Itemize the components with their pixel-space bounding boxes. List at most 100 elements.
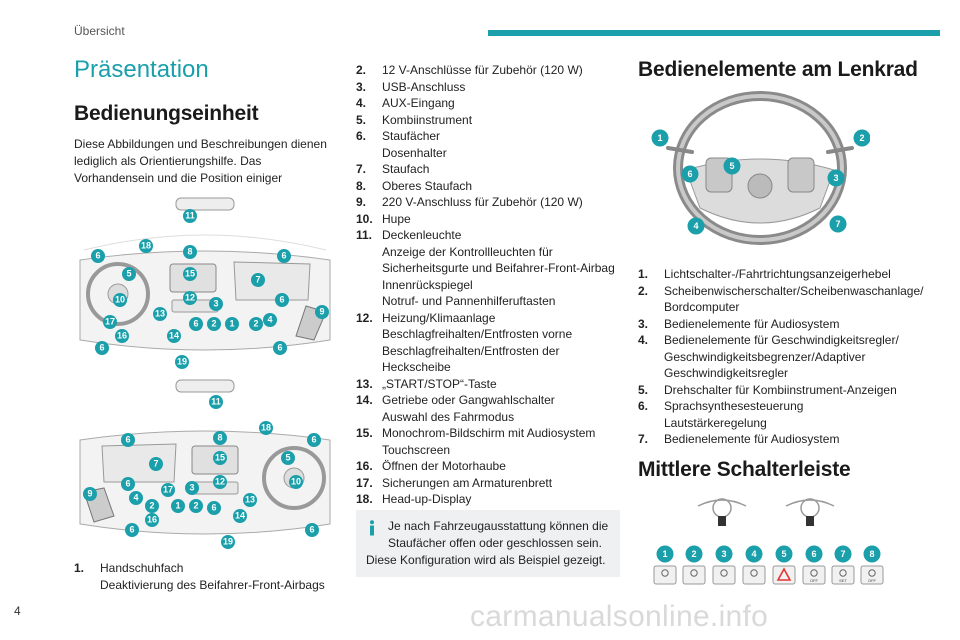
list-item: 1.Lichtschalter-/Fahrtrichtungsanzeigerh…	[638, 266, 930, 283]
item-line: Heizung/Klimaanlage	[382, 310, 496, 325]
callout-6: 6	[121, 433, 135, 447]
callout-label: 9	[319, 307, 324, 317]
list-item: 16. Öffnen der Motorhaube	[356, 458, 620, 475]
item-number: 16.	[356, 459, 373, 473]
section-heading-bedienungseinheit: Bedienungseinheit	[74, 102, 259, 125]
panel-button-7	[831, 565, 855, 585]
callout-label: 8	[869, 549, 874, 559]
callout-11: 11	[183, 209, 197, 223]
callout-label: 10	[115, 295, 125, 305]
page-title: Präsentation	[74, 56, 209, 83]
callout-17: 17	[161, 483, 175, 497]
callout-18: 18	[259, 421, 273, 435]
item-number: 18.	[356, 492, 373, 506]
callout-label: 5	[781, 549, 786, 559]
callout-label: 3	[833, 173, 838, 183]
callout-16: 16	[115, 329, 129, 343]
item-number: 5.	[356, 112, 367, 127]
note-text-1: Je nach Fahrzeugausstattung können die S…	[388, 519, 609, 550]
item-number: 17.	[356, 475, 373, 490]
callout-2: 2	[249, 317, 263, 331]
item-number: 7.	[638, 432, 649, 446]
item-line: Öffnen der Motorhaube	[382, 459, 506, 473]
item-number: 11.	[356, 228, 373, 242]
callout-4: 4	[745, 545, 763, 563]
item-line: Drehschalter für Kombiinstrument-Anzeige…	[664, 382, 897, 397]
callout-8: 8	[213, 431, 227, 445]
item-number: 4.	[638, 333, 649, 347]
button-label: OFF	[868, 578, 877, 583]
callout-12: 12	[183, 291, 197, 305]
callout-1: 1	[656, 545, 674, 563]
callout-label: 6	[129, 525, 134, 535]
item-text: Oberes Staufach	[382, 178, 620, 195]
callout-label: 7	[153, 459, 158, 469]
callout-label: 18	[141, 241, 151, 251]
item-line: USB-Anschluss	[382, 79, 466, 94]
watermark: carmanualsonline.info	[470, 600, 769, 633]
list-item: 1. Handschuhfach Deaktivierung des Beifa…	[74, 560, 336, 593]
list-item: 3.USB-Anschluss	[356, 79, 620, 96]
callout-label: 15	[185, 269, 195, 279]
section-heading-schalterleiste: Mittlere Schalterleiste	[638, 458, 851, 481]
item-line: Dosenhalter	[382, 145, 447, 160]
panel-button-6	[802, 565, 826, 585]
callout-1: 1	[171, 499, 185, 513]
list-item: 10.Hupe	[356, 211, 620, 228]
list-item: 13.„START/STOP“-Taste	[356, 376, 620, 393]
callout-label: 8	[217, 433, 222, 443]
item-text: Öffnen der Motorhaube	[382, 458, 620, 475]
callout-label: 12	[185, 293, 195, 303]
callout-6: 6	[207, 501, 221, 515]
list-item: 18.Head-up-Display	[356, 491, 620, 508]
section-heading-lenkrad: Bedienelemente am Lenkrad	[638, 58, 918, 81]
callout-9: 9	[315, 305, 329, 319]
callout-7: 7	[829, 215, 847, 233]
callout-label: 10	[291, 477, 301, 487]
item-line: Beschlagfreihalten/Entfrosten der Hecksc…	[382, 343, 560, 375]
callout-13: 13	[153, 307, 167, 321]
list-item: 9.220 V-Anschluss für Zubehör (120 W)	[356, 194, 620, 211]
item-line: Bedienelemente für Audiosystem	[664, 316, 840, 331]
callout-label: 5	[126, 269, 131, 279]
component-list-middle: 2.12 V-Anschlüsse für Zubehör (120 W)3.U…	[356, 62, 620, 524]
callout-label: 4	[267, 315, 272, 325]
callout-label: 2	[211, 319, 216, 329]
button-symbol-icon	[720, 569, 728, 577]
component-list-left: 1. Handschuhfach Deaktivierung des Beifa…	[74, 560, 336, 593]
callout-4: 4	[129, 491, 143, 505]
item-text: Handschuhfach Deaktivierung des Beifahre…	[100, 560, 336, 593]
panel-button-1	[653, 565, 677, 585]
callout-label: 4	[693, 221, 698, 231]
callout-2: 2	[145, 499, 159, 513]
item-text: Drehschalter für Kombiinstrument-Anzeige…	[664, 382, 930, 399]
callout-label: 18	[261, 423, 271, 433]
callout-label: 6	[811, 549, 816, 559]
callout-label: 2	[149, 501, 154, 511]
callout-1: 1	[225, 317, 239, 331]
callout-label: 9	[87, 489, 92, 499]
callout-label: 6	[125, 435, 130, 445]
callout-5: 5	[723, 157, 741, 175]
callout-6: 6	[681, 165, 699, 183]
callout-17: 17	[103, 315, 117, 329]
button-symbol-icon	[661, 569, 669, 577]
callout-11: 11	[209, 395, 223, 409]
item-text: Sicherungen am Armaturenbrett	[382, 475, 620, 492]
item-number: 8.	[356, 178, 367, 193]
callout-label: 19	[223, 537, 233, 547]
callout-label: 6	[309, 525, 314, 535]
list-item: 4.Bedienelemente für Geschwindigkeitsreg…	[638, 332, 930, 382]
list-item: 5.Kombiinstrument	[356, 112, 620, 129]
list-item: 5.Drehschalter für Kombiinstrument-Anzei…	[638, 382, 930, 399]
item-line: Deaktivierung des Beifahrer-Front-Airbag…	[100, 577, 325, 592]
item-text: „START/STOP“-Taste	[382, 376, 620, 393]
item-number: 4.	[356, 96, 367, 110]
callout-label: 15	[215, 453, 225, 463]
